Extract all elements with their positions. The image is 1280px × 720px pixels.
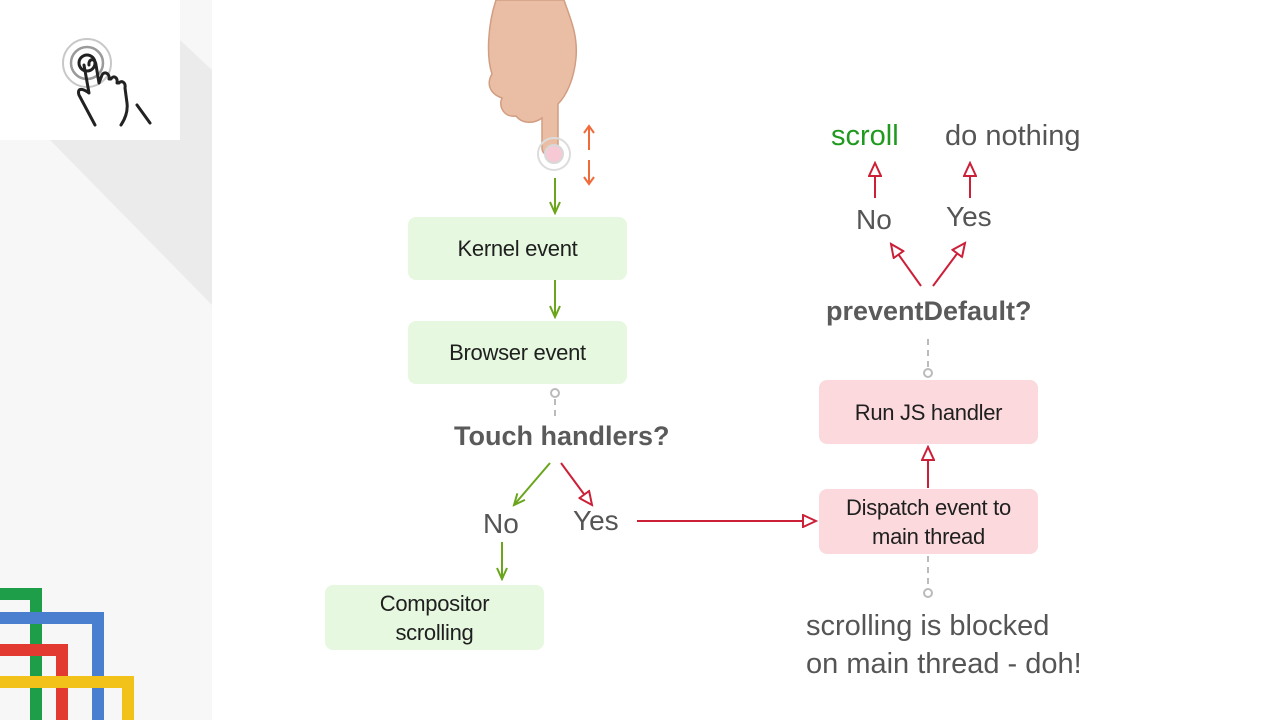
browser-event-box: Browser event xyxy=(408,321,627,384)
blocked-note: scrolling is blocked on main thread - do… xyxy=(806,610,1082,680)
folded-corner-shadow xyxy=(50,40,212,305)
touch-gesture-tile xyxy=(0,0,180,140)
yes-label-right: Yes xyxy=(946,201,992,232)
connector-dot-blocked xyxy=(923,588,933,598)
do-nothing-result: do nothing xyxy=(945,120,1081,152)
brand-stripes-decoration xyxy=(0,588,134,720)
connector-dot-browser xyxy=(550,388,560,398)
compositor-scrolling-box: Compositor scrolling xyxy=(325,585,544,650)
connector-dot-run-js xyxy=(923,368,933,378)
arrow-to-yes-right xyxy=(932,243,965,287)
prevent-default-question: preventDefault? xyxy=(826,296,1032,326)
pointing-finger-icon xyxy=(487,0,578,171)
arrow-to-yes-left xyxy=(560,462,592,505)
arrow-to-no-right xyxy=(891,244,922,287)
touch-handlers-question: Touch handlers? xyxy=(454,421,670,451)
run-js-handler-box: Run JS handler xyxy=(819,380,1038,444)
swipe-up-down-icon xyxy=(583,124,595,186)
no-label-left: No xyxy=(483,508,519,539)
arrow-to-no-left xyxy=(514,462,551,505)
scroll-result: scroll xyxy=(831,120,899,152)
kernel-event-box: Kernel event xyxy=(408,217,627,280)
dispatch-event-box: Dispatch event to main thread xyxy=(819,489,1038,554)
left-side-panel xyxy=(0,0,212,720)
no-label-right: No xyxy=(856,204,892,235)
yes-label-left: Yes xyxy=(573,505,619,536)
touch-gesture-icon xyxy=(62,38,152,127)
